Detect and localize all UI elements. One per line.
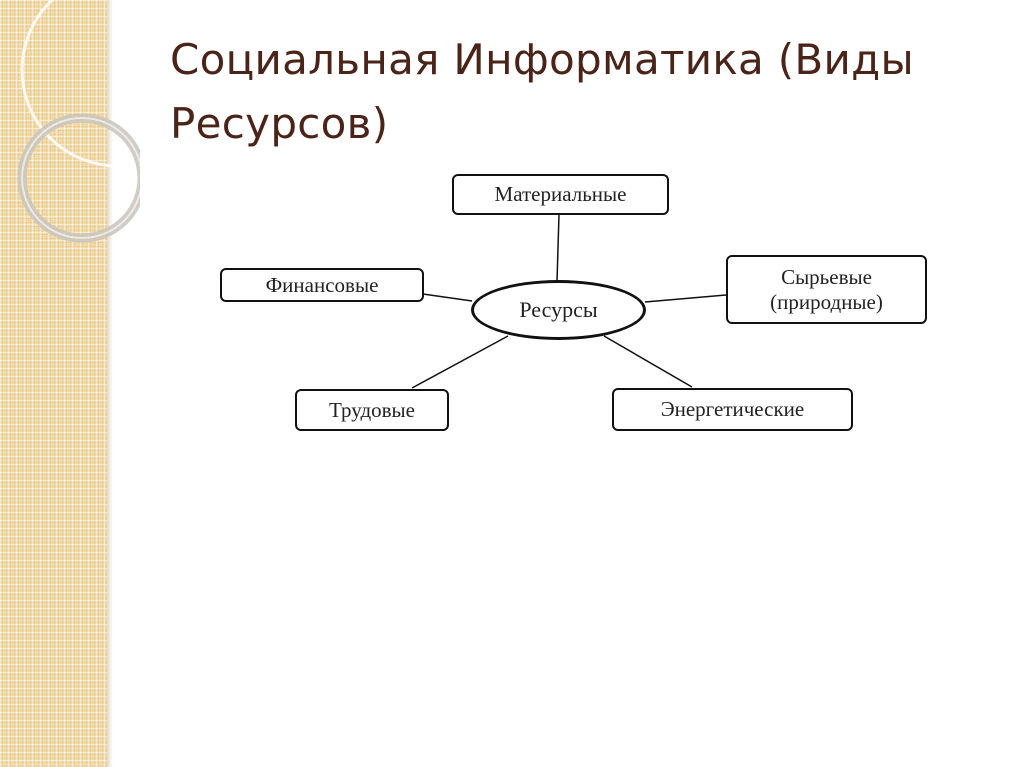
side-strip-shadow: [107, 0, 113, 767]
connector-financial: [422, 293, 473, 302]
connector-labor: [411, 335, 509, 389]
slide-title: Социальная Информатика (Виды Ресурсов): [170, 35, 914, 148]
node-labor: Трудовые: [295, 389, 449, 431]
node-center: Ресурсы: [471, 280, 646, 340]
connector-raw: [644, 294, 727, 303]
node-raw-line1: Сырьевые: [781, 264, 872, 289]
node-energy: Энергетические: [612, 388, 853, 431]
node-raw: Сырьевые (природные): [726, 255, 927, 324]
node-financial: Финансовые: [220, 268, 424, 302]
node-raw-line2: (природные): [770, 289, 883, 314]
node-material: Материальные: [452, 174, 669, 215]
connector-energy: [603, 335, 693, 388]
connector-material: [556, 213, 560, 283]
decorative-rings-icon: [17, 0, 140, 243]
